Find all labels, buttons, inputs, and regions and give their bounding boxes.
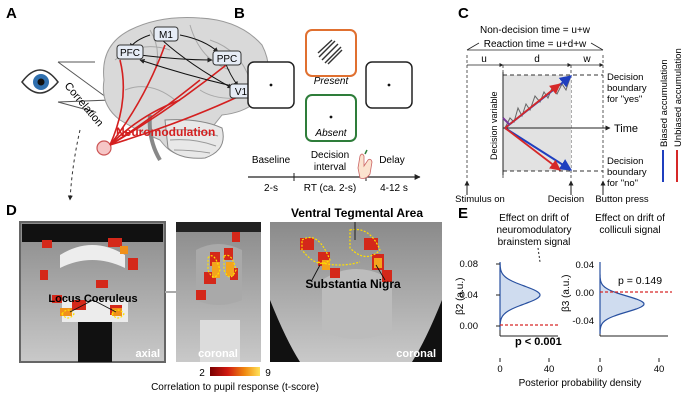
- delay-time: 4-12 s: [380, 183, 408, 194]
- e2-title-2: colliculi signal: [599, 225, 660, 236]
- e2-ytick-2: -0.04: [572, 316, 594, 327]
- svg-text:PPC: PPC: [217, 54, 238, 65]
- svg-text:M1: M1: [159, 30, 173, 41]
- colorbar-min: 2: [199, 368, 205, 379]
- button-press-label: Button press: [595, 194, 649, 205]
- posterior-curve-2: [599, 262, 645, 335]
- decision-variable-label: Decision variable: [489, 91, 499, 160]
- e2-ytick-1: 0.00: [576, 288, 595, 299]
- legend-biased-label: Biased accumulation: [659, 59, 670, 147]
- screen-present: [305, 29, 357, 77]
- e1-xtick-1: 40: [544, 364, 555, 375]
- posterior-curve-1: [499, 261, 541, 330]
- colorbar-max: 9: [265, 368, 271, 379]
- posterior-plot-2: 0.04 0.00 -0.04 β3 (a.u.) p = 0.149 0 40: [561, 260, 672, 375]
- d-label: d: [534, 54, 540, 65]
- baseline-time: 2-s: [264, 183, 278, 194]
- boundary-yes-label-1: Decision: [607, 72, 643, 83]
- panel-a-brain: Correlation: [21, 17, 269, 201]
- reaction-label: Reaction time = u+d+w: [484, 39, 587, 50]
- e-xlabel: Posterior probability density: [519, 378, 642, 389]
- boundary-yes-label-2: boundary: [607, 83, 647, 94]
- correlation-arrow: [67, 129, 81, 201]
- panel-label-c: C: [458, 5, 469, 22]
- e2-title-1: Effect on drift of: [595, 213, 665, 224]
- e2-xtick-0: 0: [597, 364, 602, 375]
- panel-d-mri: Locus Coeruleus axial coronal: [19, 206, 442, 393]
- colorbar-label: Correlation to pupil response (t-score): [151, 382, 319, 393]
- e1-xtick-0: 0: [497, 364, 502, 375]
- rt-time: RT (ca. 2-s): [304, 183, 356, 194]
- boundary-no-label-3: for "no": [607, 178, 638, 189]
- e1-ytick-1: 0.04: [460, 290, 479, 301]
- e1-title-1: Effect on drift of: [499, 213, 569, 224]
- e1-ylabel: β2 (a.u.): [455, 278, 466, 315]
- u-label: u: [481, 54, 487, 65]
- region-ppc: PPC: [212, 50, 242, 66]
- posterior-plot-1: 0.08 0.04 0.00 β2 (a.u.) p < 0.001 0 40: [455, 259, 562, 375]
- e1-ytick-0: 0.08: [460, 259, 479, 270]
- vta-label: Ventral Tegmental Area: [291, 206, 423, 220]
- time-axis-label: Time: [614, 123, 638, 135]
- baseline-label: Baseline: [252, 155, 291, 166]
- coronal1-label: coronal: [198, 348, 238, 360]
- e2-xtick-1: 40: [654, 364, 665, 375]
- absent-label: Absent: [314, 128, 347, 139]
- panel-e-posteriors: Effect on drift of neuromodulatory brain…: [455, 213, 672, 389]
- legend-unbiased-label: Unbiased accumulation: [673, 48, 684, 147]
- e1-title-2: neuromodulatory: [496, 225, 571, 236]
- accumulation-box: [503, 75, 571, 171]
- svg-text:V1: V1: [235, 87, 248, 98]
- region-m1: M1: [153, 26, 179, 42]
- neuromodulation-label: Neuromodulation: [116, 125, 215, 139]
- unbiased-drift-up: [504, 83, 561, 129]
- panel-c-ddm: Non-decision time = u+w Reaction time = …: [455, 25, 684, 205]
- boundary-no-label-1: Decision: [607, 156, 643, 167]
- e1-ytick-2: 0.00: [460, 321, 479, 332]
- coronal2-label: coronal: [396, 348, 436, 360]
- e2-ylabel: β3 (a.u.): [561, 275, 572, 312]
- hand-icon: [357, 149, 373, 179]
- p-value-1: p < 0.001: [515, 336, 562, 348]
- svg-text:PFC: PFC: [120, 48, 140, 59]
- substantia-nigra-label: Substantia Nigra: [305, 277, 401, 291]
- grating-icon: [317, 39, 343, 65]
- e1-title-3: brainstem signal: [498, 237, 571, 248]
- brainstem-nucleus: [96, 140, 112, 156]
- stimulus-on-label: Stimulus on: [455, 194, 505, 205]
- decision-interval-label-1: Decision: [311, 150, 349, 161]
- panel-label-b: B: [234, 5, 245, 22]
- axial-label: axial: [136, 348, 160, 360]
- panel-label-a: A: [6, 5, 17, 22]
- decision-interval-label-2: interval: [314, 162, 346, 173]
- panel-label-d: D: [6, 202, 17, 219]
- w-label: w: [582, 54, 591, 65]
- unbiased-drift-down: [504, 127, 561, 171]
- decision-label: Decision: [548, 194, 584, 205]
- p-value-2: p = 0.149: [618, 275, 662, 287]
- boundary-yes-label-3: for "yes": [607, 94, 642, 105]
- colorbar: [210, 367, 260, 376]
- region-pfc: PFC: [116, 44, 144, 60]
- locus-coeruleus-label: Locus Coeruleus: [48, 293, 137, 305]
- delay-label: Delay: [379, 155, 405, 166]
- present-label: Present: [314, 76, 350, 87]
- nondecision-label: Non-decision time = u+w: [480, 25, 591, 36]
- boundary-no-label-2: boundary: [607, 167, 647, 178]
- e2-ytick-0: 0.04: [576, 260, 595, 271]
- panel-b-task: Present Absent Baseline Decision interva…: [247, 29, 421, 194]
- panel-label-e: E: [458, 205, 468, 222]
